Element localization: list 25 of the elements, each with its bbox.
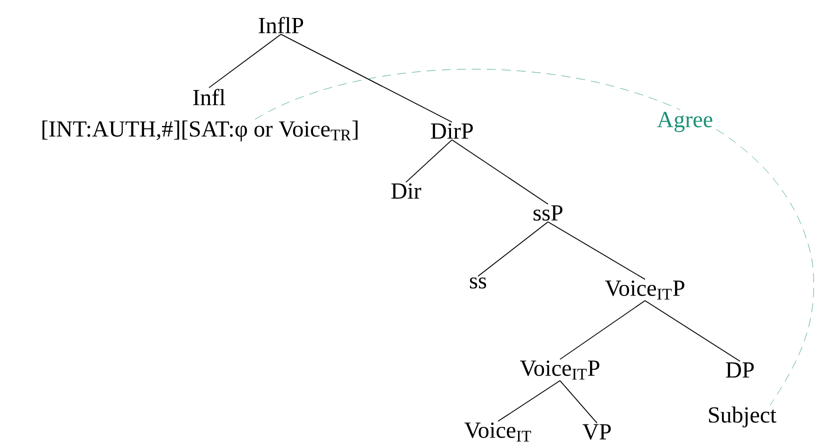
node-label: Voice$_{IT}$P [605, 280, 684, 300]
tree-branch [208, 34, 282, 88]
tree-branch [280, 34, 452, 123]
tree-branch [452, 139, 548, 205]
tree-branch [498, 380, 560, 422]
node-label: VP [582, 424, 611, 440]
tree-branch [548, 221, 646, 280]
tree-branch [406, 139, 452, 183]
node-label: ssP [534, 205, 562, 221]
node-label: DP [726, 362, 754, 378]
tree-branch [644, 300, 740, 362]
node-label: ss [470, 277, 486, 289]
node-label: Voice$_{IT}$P [520, 360, 600, 380]
node-label: Dir [391, 183, 422, 199]
node-label: DirP [430, 123, 473, 139]
agree-curve [254, 69, 814, 406]
tree-branch [560, 380, 598, 424]
node-label: Subject [709, 406, 776, 428]
node-label: Voice$_{IT}$ [464, 422, 532, 442]
node-label: InflP [258, 16, 304, 34]
tree-branch [560, 300, 646, 360]
node-label: Infl [193, 88, 226, 106]
node-label: [INT:AUTH,#][SAT:φ or Voice$_{TR}$] [42, 120, 358, 142]
edge-label: Agree [654, 110, 716, 134]
tree-branch [478, 221, 548, 277]
